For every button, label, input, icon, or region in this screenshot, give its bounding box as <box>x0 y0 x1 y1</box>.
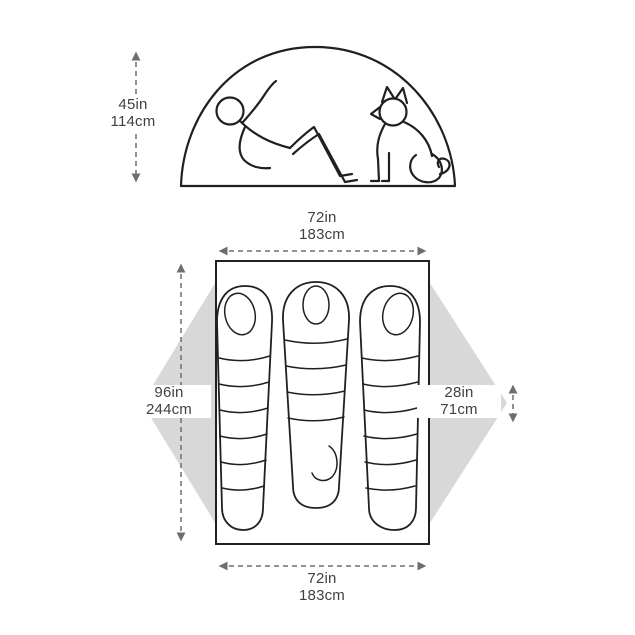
top-width-metric: 183cm <box>298 225 346 243</box>
vestibule-dimension-label: 28in 71cm <box>417 384 501 418</box>
dog-snout <box>369 105 382 121</box>
person-leg-front <box>288 125 354 178</box>
dog-ear-left <box>380 85 396 104</box>
sleeping-bag-hood <box>302 285 330 325</box>
sleeping-bag-left <box>216 285 273 531</box>
sleeping-bag-hood <box>381 292 415 336</box>
height-dimension-label: 45in 114cm <box>91 96 175 130</box>
bottom-width-imperial: 72in <box>307 570 337 587</box>
sleeping-bag-outline <box>216 285 273 531</box>
tent-profile-outline <box>179 45 457 188</box>
person-support-arm <box>238 125 272 170</box>
height-metric: 114cm <box>110 112 156 130</box>
dog-back <box>402 120 434 158</box>
dog-ear-right <box>394 86 409 105</box>
length-metric: 244cm <box>145 400 193 418</box>
person-figure <box>215 79 359 184</box>
length-imperial: 96in <box>154 384 184 401</box>
bottom-width-metric: 183cm <box>298 586 346 604</box>
height-imperial: 45in <box>118 96 148 113</box>
tent-side-view <box>131 45 457 188</box>
sleeping-bag-zipper-hook <box>311 445 338 482</box>
top-width-imperial: 72in <box>307 209 337 226</box>
dog-figure <box>369 85 451 184</box>
sleeping-bag-right <box>359 285 421 531</box>
person-head <box>215 96 245 126</box>
vestibule-imperial: 28in <box>444 384 474 401</box>
person-torso <box>238 119 292 150</box>
dog-haunch <box>409 152 443 184</box>
sleeping-bag-middle <box>282 281 350 509</box>
dog-head <box>378 97 408 127</box>
person-raised-arm <box>241 79 278 124</box>
sleeping-bag-hood <box>223 292 257 336</box>
vestibule-metric: 71cm <box>440 400 478 418</box>
dog-tail <box>436 157 451 176</box>
top-width-dimension-label: 72in 183cm <box>280 209 364 243</box>
sleeping-bag-outline <box>359 285 421 531</box>
person-leg-back <box>291 132 359 184</box>
dog-chest-front-leg <box>376 122 387 183</box>
length-dimension-label: 96in 244cm <box>127 384 211 418</box>
bottom-width-dimension-label: 72in 183cm <box>280 570 364 604</box>
